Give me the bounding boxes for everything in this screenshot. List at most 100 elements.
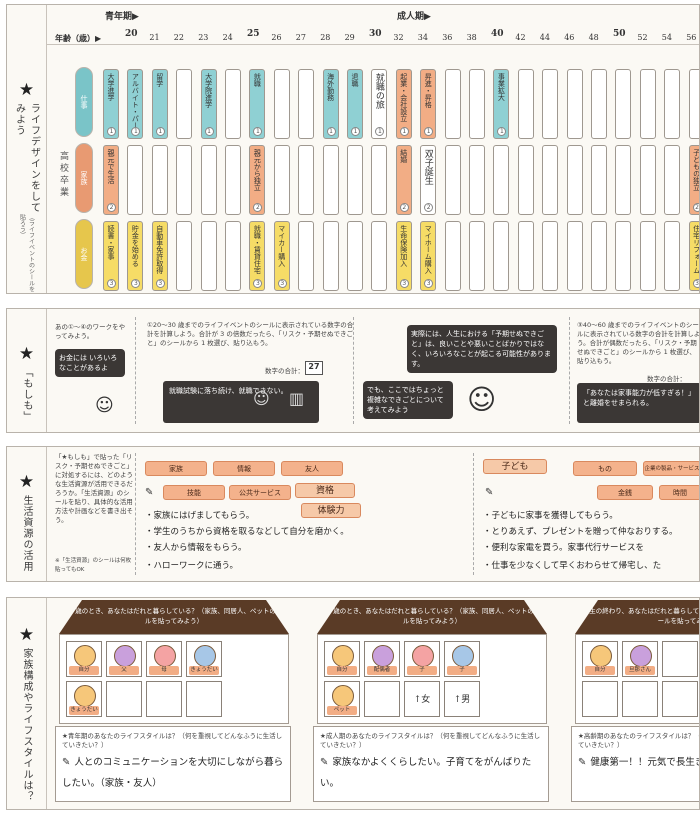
event-slot[interactable] xyxy=(347,221,363,291)
event-slot[interactable] xyxy=(688,69,699,139)
family-sticker-slot[interactable] xyxy=(186,681,222,717)
event-slot[interactable] xyxy=(639,145,656,215)
family-sticker-slot[interactable] xyxy=(146,681,182,717)
lifestyle-answer[interactable]: 健康第一！！元気で長生きしたい xyxy=(590,757,699,768)
family-sticker-slot[interactable] xyxy=(364,681,400,717)
event-slot[interactable] xyxy=(639,221,656,291)
event-slot[interactable] xyxy=(615,145,632,215)
event-slot[interactable] xyxy=(176,69,193,139)
family-sticker-slot[interactable]: 自分 xyxy=(66,641,102,677)
event-slot[interactable] xyxy=(298,145,315,215)
event-slot[interactable] xyxy=(493,221,510,291)
event-slot[interactable] xyxy=(200,145,217,215)
lifestyle-answer[interactable]: 家族なかよくくらしたい。子育てをがんばりたい。 xyxy=(320,757,532,789)
family-sticker-slot[interactable]: 自分 xyxy=(582,641,618,677)
event-slot[interactable] xyxy=(273,145,290,215)
event-slot[interactable] xyxy=(298,69,315,139)
event-slot[interactable] xyxy=(493,145,510,215)
family-sticker-slot[interactable]: 子 xyxy=(444,641,480,677)
event-slot[interactable] xyxy=(322,145,339,215)
event-slot[interactable] xyxy=(444,69,461,139)
event-slot[interactable] xyxy=(469,221,485,291)
event-slot[interactable] xyxy=(322,221,339,291)
family-sticker-slot[interactable]: 母 xyxy=(146,641,182,677)
event-slot[interactable] xyxy=(566,69,583,139)
event-slot[interactable] xyxy=(371,145,388,215)
family-sticker-slot[interactable]: 旦那さん xyxy=(622,641,658,677)
event-slot[interactable] xyxy=(273,69,290,139)
event-slot[interactable] xyxy=(591,145,607,215)
family-sticker-slot[interactable]: ↑男 xyxy=(444,681,480,717)
event-slot[interactable] xyxy=(444,145,461,215)
event-slot[interactable] xyxy=(542,145,559,215)
event-slot[interactable] xyxy=(615,221,632,291)
event-slot[interactable] xyxy=(200,221,217,291)
family-sticker-slot[interactable] xyxy=(662,681,698,717)
family-sticker-slot[interactable] xyxy=(582,681,618,717)
family-sticker-slot[interactable] xyxy=(662,641,698,677)
event-slot[interactable] xyxy=(591,69,607,139)
event-slot[interactable] xyxy=(517,69,534,139)
family-sticker-slot[interactable] xyxy=(106,681,142,717)
event-slot[interactable] xyxy=(127,145,144,215)
family-sticker-slot[interactable]: きょうだい xyxy=(66,681,102,717)
event-slot[interactable] xyxy=(639,69,656,139)
event-slot[interactable] xyxy=(151,145,168,215)
event-slot[interactable] xyxy=(225,221,241,291)
event-slot[interactable] xyxy=(566,145,583,215)
event-slot[interactable] xyxy=(664,145,681,215)
event-slot[interactable] xyxy=(176,221,193,291)
event-slot[interactable] xyxy=(664,221,681,291)
event-slot[interactable] xyxy=(469,145,485,215)
event-slot[interactable] xyxy=(517,221,534,291)
event-slot[interactable] xyxy=(615,69,632,139)
family-sticker-slot[interactable]: ↑女 xyxy=(404,681,440,717)
event-slot[interactable] xyxy=(566,221,583,291)
family-sticker-slot[interactable]: 子 xyxy=(404,641,440,677)
event-slot[interactable] xyxy=(542,221,559,291)
event-slot[interactable] xyxy=(176,145,193,215)
event-slot[interactable] xyxy=(225,69,241,139)
event-slot[interactable] xyxy=(371,221,388,291)
event-slot[interactable] xyxy=(444,221,461,291)
lifestyle-answer[interactable]: 人とのコミュニケーションを大切にしながら暮らしたい。（家族・友人） xyxy=(62,757,284,789)
family-sticker-slot[interactable] xyxy=(622,681,658,717)
event-slot[interactable] xyxy=(664,69,681,139)
event-slot[interactable] xyxy=(542,69,559,139)
event-slot[interactable] xyxy=(347,145,363,215)
family-sticker-slot[interactable]: ペット xyxy=(324,681,360,717)
event-slot[interactable] xyxy=(298,221,315,291)
family-sticker-slot[interactable]: 配偶者 xyxy=(364,641,400,677)
family-sticker-slot[interactable]: 自分 xyxy=(324,641,360,677)
family-sticker-slot[interactable]: きょうだい xyxy=(186,641,222,677)
event-slot[interactable] xyxy=(469,69,485,139)
event-slot[interactable] xyxy=(517,145,534,215)
family-sticker-slot[interactable]: 父 xyxy=(106,641,142,677)
event-slot[interactable] xyxy=(225,145,241,215)
event-slot[interactable] xyxy=(591,221,607,291)
